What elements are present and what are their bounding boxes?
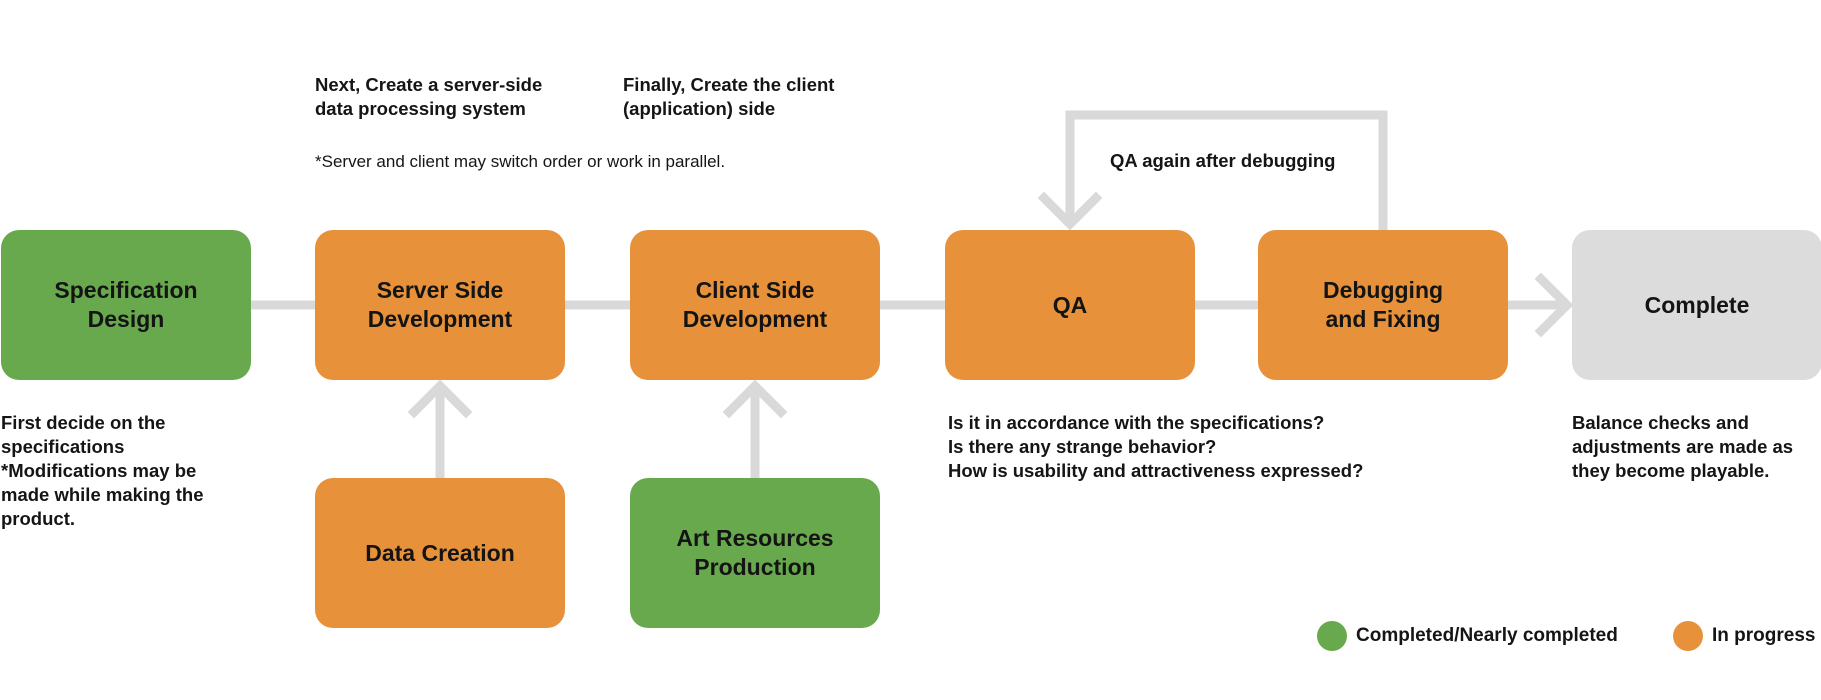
server-side-development-label: Server Side Development bbox=[367, 277, 513, 332]
qa-label: QA bbox=[1052, 291, 1088, 318]
client-side-development-box: Client Side Development bbox=[630, 230, 880, 380]
qa-box: QA bbox=[945, 230, 1195, 380]
client-side-development-label: Client Side Development bbox=[682, 277, 828, 332]
arrowhead-server bbox=[407, 379, 473, 419]
legend-in-progress-swatch bbox=[1673, 621, 1703, 651]
arrowhead-client bbox=[722, 379, 788, 419]
specification-design-box: Specification Design bbox=[1, 230, 251, 380]
data-creation-box: Data Creation bbox=[315, 478, 565, 628]
data-creation-label: Data Creation bbox=[365, 539, 515, 566]
qa-loop-note: QA again after debugging bbox=[1110, 150, 1336, 171]
complete-box: Complete bbox=[1572, 230, 1821, 380]
legend-completed-label: Completed/Nearly completed bbox=[1356, 625, 1618, 646]
server-side-development-box: Server Side Development bbox=[315, 230, 565, 380]
complete-note: Balance checks and adjustments are made … bbox=[1572, 412, 1794, 481]
arrowhead-complete bbox=[1534, 272, 1574, 338]
legend-completed-swatch bbox=[1317, 621, 1347, 651]
complete-label: Complete bbox=[1644, 291, 1750, 318]
specification-note: First decide on the specifications *Modi… bbox=[1, 412, 204, 529]
debugging-fixing-box: Debugging and Fixing bbox=[1258, 230, 1508, 380]
server-note: Next, Create a server-side data processi… bbox=[315, 74, 543, 119]
arrowhead-qa bbox=[1037, 191, 1103, 231]
order-note: *Server and client may switch order or w… bbox=[315, 152, 726, 171]
loop-debug-qa bbox=[1065, 110, 1388, 230]
legend-in-progress-label: In progress bbox=[1712, 625, 1816, 646]
debugging-fixing-label: Debugging and Fixing bbox=[1322, 277, 1444, 332]
client-note: Finally, Create the client (application)… bbox=[623, 74, 835, 119]
qa-note: Is it in accordance with the specificati… bbox=[948, 412, 1364, 481]
art-resources-production-box: Art Resources Production bbox=[630, 478, 880, 628]
specification-design-label: Specification Design bbox=[54, 277, 198, 332]
art-resources-production-label: Art Resources Production bbox=[676, 525, 834, 580]
